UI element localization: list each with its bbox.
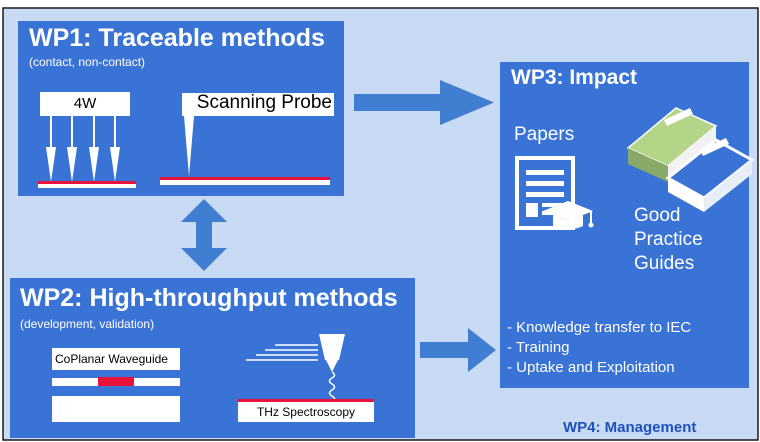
book-blue-icon [665,138,755,212]
list-item: - Uptake and Exploitation [507,359,675,376]
scanning-probe-sample [160,177,330,185]
coplanar-waveguide-label: CoPlanar Waveguide [55,352,168,366]
wp1-title: WP1: Traceable methods [29,24,325,52]
wp3-title: WP3: Impact [511,66,638,89]
list-item: - Knowledge transfer to IEC [507,319,692,336]
guides-line-2: Practice [634,229,703,250]
wp2-subtitle: (development, validation) [20,317,155,331]
wp2-title: WP2: High-throughput methods [20,284,398,312]
thz-spectroscopy-icon [238,334,374,422]
wp4-management-label: WP4: Management [563,419,697,436]
arrow-wp1-wp2-bidirectional [181,199,227,271]
guides-line-1: Good [634,205,681,226]
four-wire-label: 4W [73,95,97,112]
wp3-impact-list: - Knowledge transfer to IEC - Training -… [507,318,691,378]
four-wire-sample [38,181,136,188]
wp3-panel [500,62,749,388]
arrow-wp2-to-wp3 [420,328,496,372]
list-item: - Training [507,339,570,356]
arrow-wp1-to-wp3 [354,80,494,125]
thz-spectroscopy-label: THz Spectroscopy [256,405,356,419]
good-practice-guides-label: Good Practice Guides [634,204,703,276]
scanning-probe-label: Scanning Probe [196,92,332,113]
papers-label: Papers [514,124,575,145]
wp1-subtitle: (contact, non-contact) [29,55,146,69]
four-wire-probe-icon [40,92,130,182]
coplanar-waveguide-icon [52,348,180,422]
scanning-probe-icon [182,93,334,176]
graduation-cap-icon [543,201,594,230]
guides-line-3: Guides [634,253,695,274]
